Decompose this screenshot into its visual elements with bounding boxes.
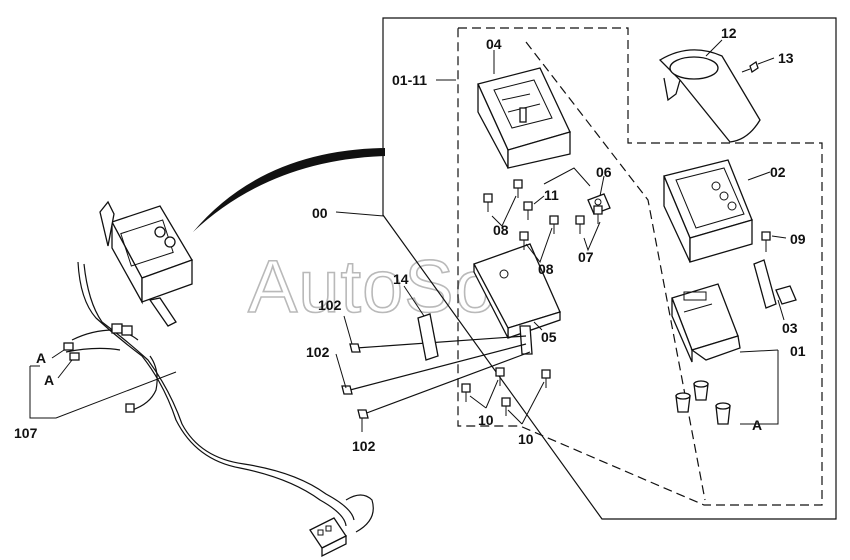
label-A-knobs: A [752,417,762,433]
label-A-upper: A [36,350,46,366]
leader-lines [335,39,787,432]
bolts-102 [341,343,369,419]
label-102-top: 102 [318,297,342,313]
label-00: 00 [312,205,328,221]
label-06: 06 [596,164,612,180]
screw-11 [523,201,533,220]
label-107: 107 [14,425,38,441]
label-09: 09 [790,231,806,247]
wiring-harness-107 [63,261,374,558]
switch-bracket-03 [753,259,797,309]
lever-boot-12 [658,49,761,143]
cover-dashed-divider [525,41,706,501]
label-08-bottom: 08 [538,261,554,277]
label-04: 04 [486,36,502,52]
sub-assembly-dashed-frame [457,27,823,506]
label-05: 05 [541,329,557,345]
knob-set-A [675,380,731,425]
switch-unit-01 [671,283,741,363]
assembly-frame-outline [382,17,837,520]
label-102-middle: 102 [306,344,330,360]
label-02: 02 [770,164,786,180]
label-01: 01 [790,343,806,359]
label-08-top: 08 [493,222,509,238]
label-07: 07 [578,249,594,265]
screws-07 [575,205,603,234]
control-lever-assembly [99,200,193,327]
panel-cover-04 [477,67,571,169]
bracket-05 [349,243,561,415]
label-03: 03 [782,320,798,336]
label-A-lower: A [44,372,54,388]
label-12: 12 [721,25,737,41]
label-11: 11 [544,187,559,203]
screw-13 [741,60,759,74]
screw-09 [761,231,771,252]
label-10-right: 10 [518,431,534,447]
bolts-10 [461,367,551,416]
bolts-08 [483,179,559,250]
label-102-bottom: 102 [352,438,376,454]
switch-cover-02 [663,159,753,263]
connection-arc [193,148,385,232]
label-01-11: 01-11 [392,72,427,88]
plate-14 [403,285,439,361]
harness-bracket-107 [29,366,177,419]
label-10-left: 10 [478,412,494,428]
label-14: 14 [393,271,409,287]
label-13: 13 [778,50,794,66]
